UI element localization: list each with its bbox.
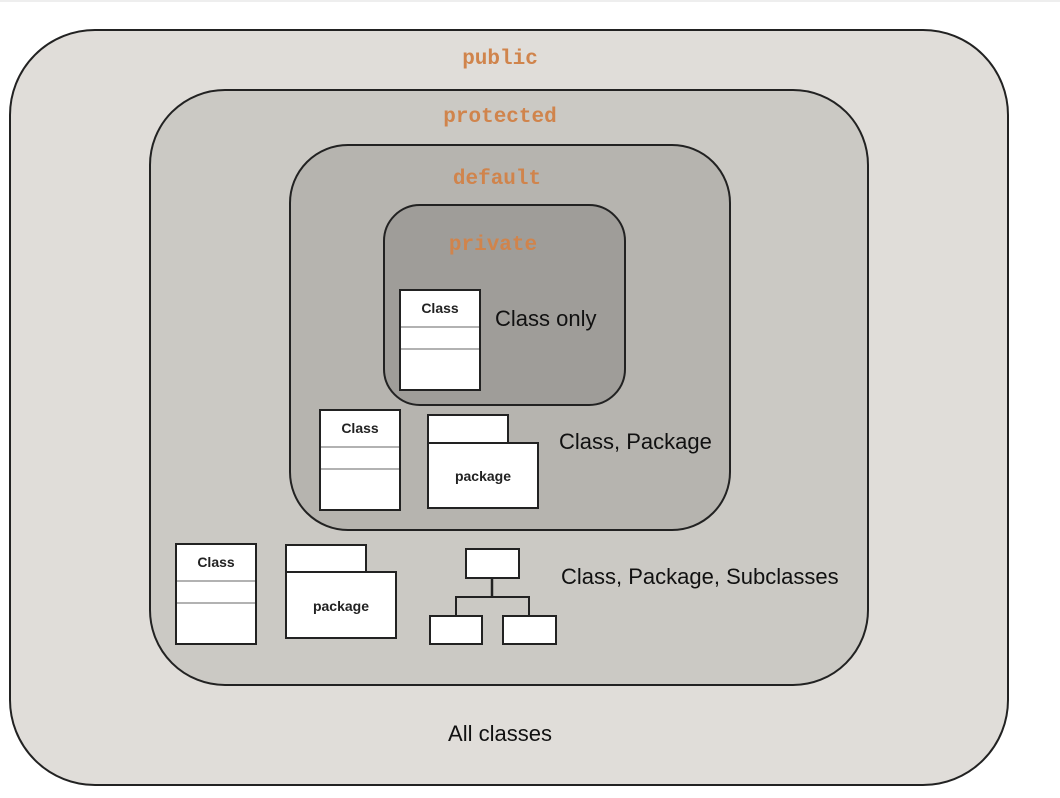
default-description: Class, Package — [559, 429, 712, 454]
class-icon: Class — [399, 289, 481, 391]
protected-keyword: protected — [443, 106, 556, 129]
package-icon: package — [427, 414, 539, 509]
private-description: Class only — [495, 306, 596, 331]
subclass-hierarchy-icon — [429, 548, 557, 645]
svg-text:Class: Class — [421, 300, 459, 316]
svg-text:package: package — [455, 468, 511, 484]
class-icon: Class — [175, 543, 257, 645]
default-keyword: default — [453, 168, 541, 191]
public-keyword: public — [462, 48, 538, 71]
public-description: All classes — [448, 721, 552, 746]
protected-description: Class, Package, Subclasses — [561, 564, 839, 589]
package-icon: package — [285, 544, 397, 639]
svg-text:Class: Class — [197, 554, 235, 570]
class-icon: Class — [319, 409, 401, 511]
private-keyword: private — [449, 234, 537, 257]
svg-text:package: package — [313, 598, 369, 614]
svg-text:Class: Class — [341, 420, 379, 436]
